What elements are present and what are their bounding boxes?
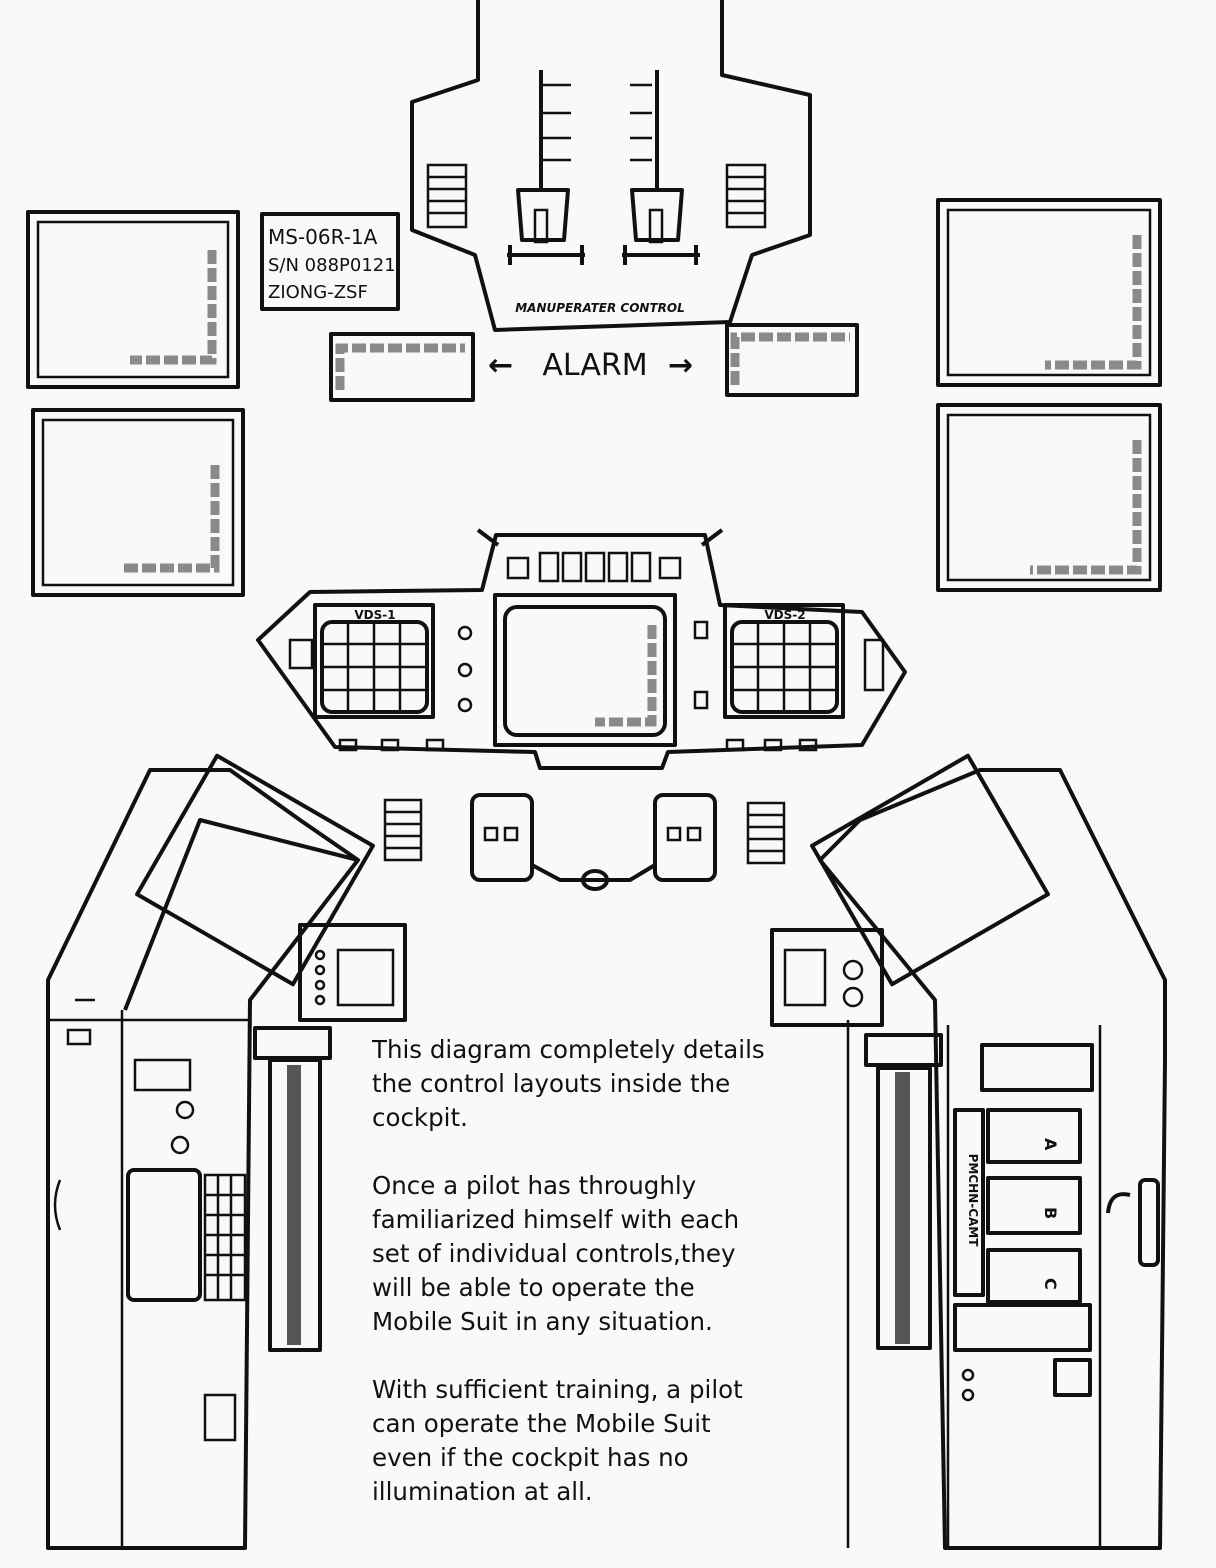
right-keypad-box: [770, 928, 884, 1027]
right-button-bank: [980, 1043, 1094, 1092]
alarm-left-arrow: ←: [488, 348, 513, 383]
svg-text:A: A: [1041, 1138, 1060, 1151]
description-paragraph-1: This diagram completely details the cont…: [372, 1035, 765, 1132]
left-keypad-box: [298, 923, 407, 1022]
monitor-bottom-left: [31, 408, 245, 597]
alarm-panel: ← ALARM →: [329, 323, 859, 402]
main-screen-frame: [493, 593, 677, 747]
right-side-console: PMCHN-CAMT A B C: [770, 753, 1167, 1550]
description-text: This diagram completely details the cont…: [372, 1033, 842, 1543]
slot-a: A: [986, 1108, 1082, 1164]
svg-text:PMCHN-CAMT: PMCHN-CAMT: [966, 1154, 980, 1248]
svg-text:B: B: [1041, 1207, 1060, 1219]
manipulator-label: MANUPERATER CONTROL: [515, 301, 685, 315]
manipulator-lever-right[interactable]: [622, 188, 700, 265]
description-paragraph-3: With sufficient training, a pilot can op…: [372, 1375, 743, 1506]
vent-grille-left-icon: [426, 163, 468, 229]
vent-small-icon: [66, 1028, 92, 1046]
right-throttle-lever[interactable]: [864, 1033, 943, 1350]
alarm-right-arrow: →: [668, 348, 693, 383]
svg-text:S/N 088P0121: S/N 088P0121: [268, 255, 396, 276]
monitor-top-right: [936, 198, 1162, 387]
vent-grille-right-icon: [725, 163, 767, 229]
svg-text:ZIONG-ZSF: ZIONG-ZSF: [268, 282, 368, 303]
vent-left-icon: [383, 798, 423, 862]
foot-pedals[interactable]: [383, 793, 786, 891]
svg-text:MS-06R-1A: MS-06R-1A: [268, 225, 378, 249]
slot-b: B: [986, 1176, 1082, 1235]
left-lower-screen: [126, 1168, 202, 1302]
left-side-screen: [135, 753, 375, 987]
vent-right-icon: [746, 801, 786, 865]
monitor-bottom-right: [936, 403, 1162, 592]
slot-c: C: [986, 1248, 1082, 1304]
alarm-label: ALARM: [542, 348, 647, 383]
manipulator-control-panel: MANUPERATER CONTROL: [410, 0, 812, 332]
model-label-box: MS-06R-1A S/N 088P0121 ZIONG-ZSF: [260, 212, 400, 311]
right-side-screen: [810, 753, 1050, 987]
svg-text:C: C: [1041, 1278, 1060, 1290]
vds-1-label: VDS-1: [354, 608, 395, 622]
center-console: VDS-1 VDS-2: [256, 528, 907, 770]
vds-1-frame: [313, 603, 435, 719]
vds-2-frame: [723, 603, 845, 719]
left-keypad: [203, 1173, 247, 1302]
left-side-console: [46, 753, 407, 1550]
right-grip-lever[interactable]: [1106, 1178, 1160, 1267]
monitor-top-left: [26, 210, 240, 389]
left-throttle-lever[interactable]: [253, 1026, 332, 1352]
manipulator-lever-left[interactable]: [507, 188, 585, 265]
description-paragraph-2: Once a pilot has throughly familiarized …: [372, 1171, 740, 1336]
center-button-row: [506, 551, 682, 583]
vds-2-label: VDS-2: [764, 608, 805, 622]
